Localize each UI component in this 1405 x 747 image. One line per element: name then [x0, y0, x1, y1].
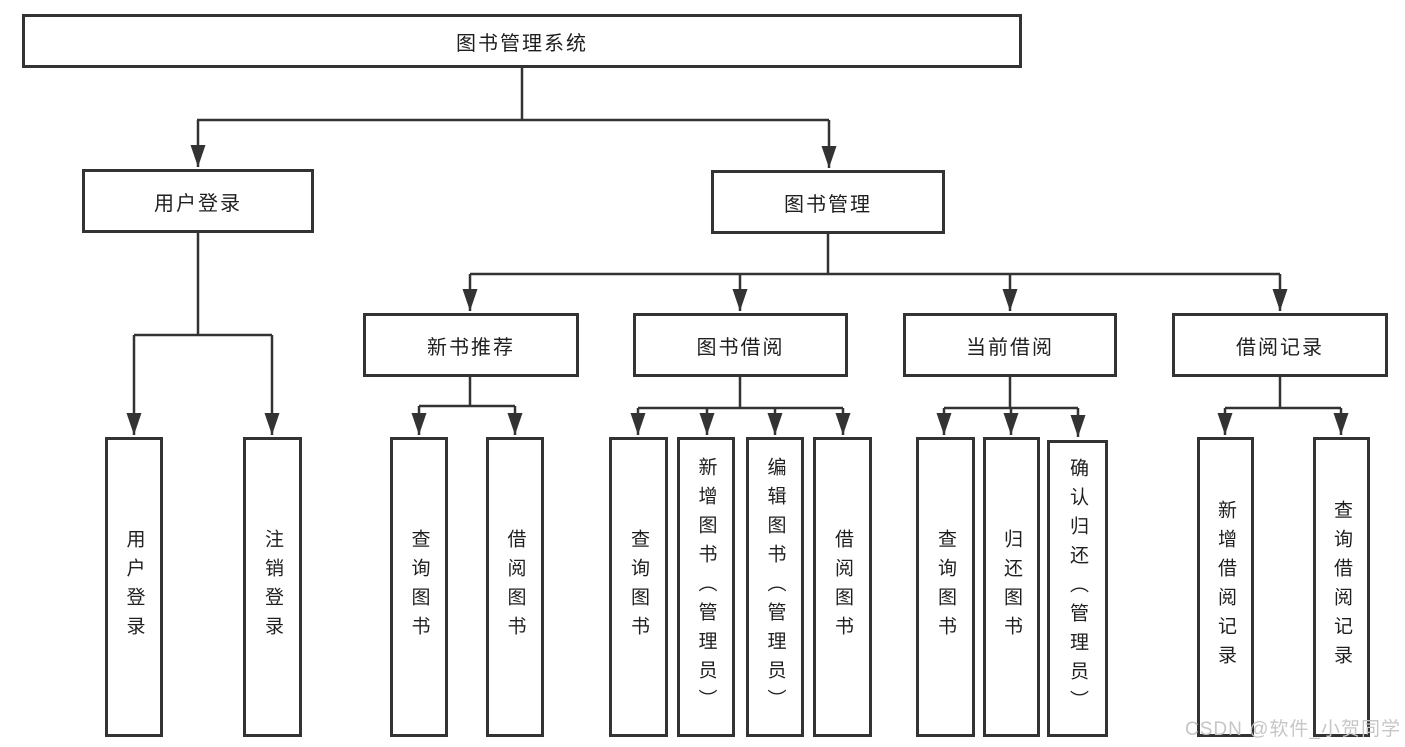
node-leaf-borrow-borrow-book: 借阅图书: [813, 437, 872, 737]
connector-group: [126, 68, 1349, 437]
node-leaf-record-query: 查询借阅记录: [1313, 437, 1370, 737]
node-leaf-borrow-query-book: 查询图书: [609, 437, 668, 737]
node-leaf-recommend-query-book: 查询图书: [390, 437, 448, 737]
node-leaf-current-confirm-return: 确认归还（管理员）: [1047, 440, 1108, 737]
leaf-label: 确认归还（管理员）: [1067, 458, 1088, 719]
node-user-login: 用户登录: [82, 169, 314, 233]
node-leaf-borrow-add-book: 新增图书（管理员）: [677, 437, 735, 737]
node-leaf-record-add: 新增借阅记录: [1197, 437, 1254, 737]
leaf-label: 归还图书: [1001, 529, 1022, 645]
node-leaf-logout: 注销登录: [243, 437, 302, 737]
leaf-label: 新增图书（管理员）: [695, 456, 717, 718]
leaf-label: 借阅图书: [832, 529, 853, 645]
node-new-book-recommend: 新书推荐: [363, 313, 579, 377]
node-leaf-recommend-borrow-book: 借阅图书: [486, 437, 544, 737]
leaf-label: 用户登录: [123, 529, 145, 645]
leaf-label: 查询图书: [935, 529, 956, 645]
leaf-label: 编辑图书（管理员）: [764, 456, 786, 718]
leaf-label: 查询图书: [628, 529, 649, 645]
csdn-watermark: CSDN @软件_小贺同学: [1185, 719, 1401, 740]
leaf-label: 查询图书: [408, 529, 430, 645]
node-book-borrow: 图书借阅: [633, 313, 848, 377]
node-current-borrow: 当前借阅: [903, 313, 1117, 377]
node-leaf-borrow-edit-book: 编辑图书（管理员）: [746, 437, 804, 737]
node-book-management: 图书管理: [711, 170, 945, 234]
leaf-label: 借阅图书: [504, 529, 526, 645]
leaf-label: 注销登录: [262, 529, 283, 645]
node-leaf-current-return-book: 归还图书: [983, 437, 1040, 737]
node-root: 图书管理系统: [22, 14, 1022, 68]
node-leaf-user-login: 用户登录: [105, 437, 163, 737]
leaf-label: 新增借阅记录: [1215, 500, 1236, 674]
node-leaf-current-query-book: 查询图书: [916, 437, 975, 737]
node-borrow-record: 借阅记录: [1172, 313, 1388, 377]
leaf-label: 查询借阅记录: [1331, 500, 1352, 674]
